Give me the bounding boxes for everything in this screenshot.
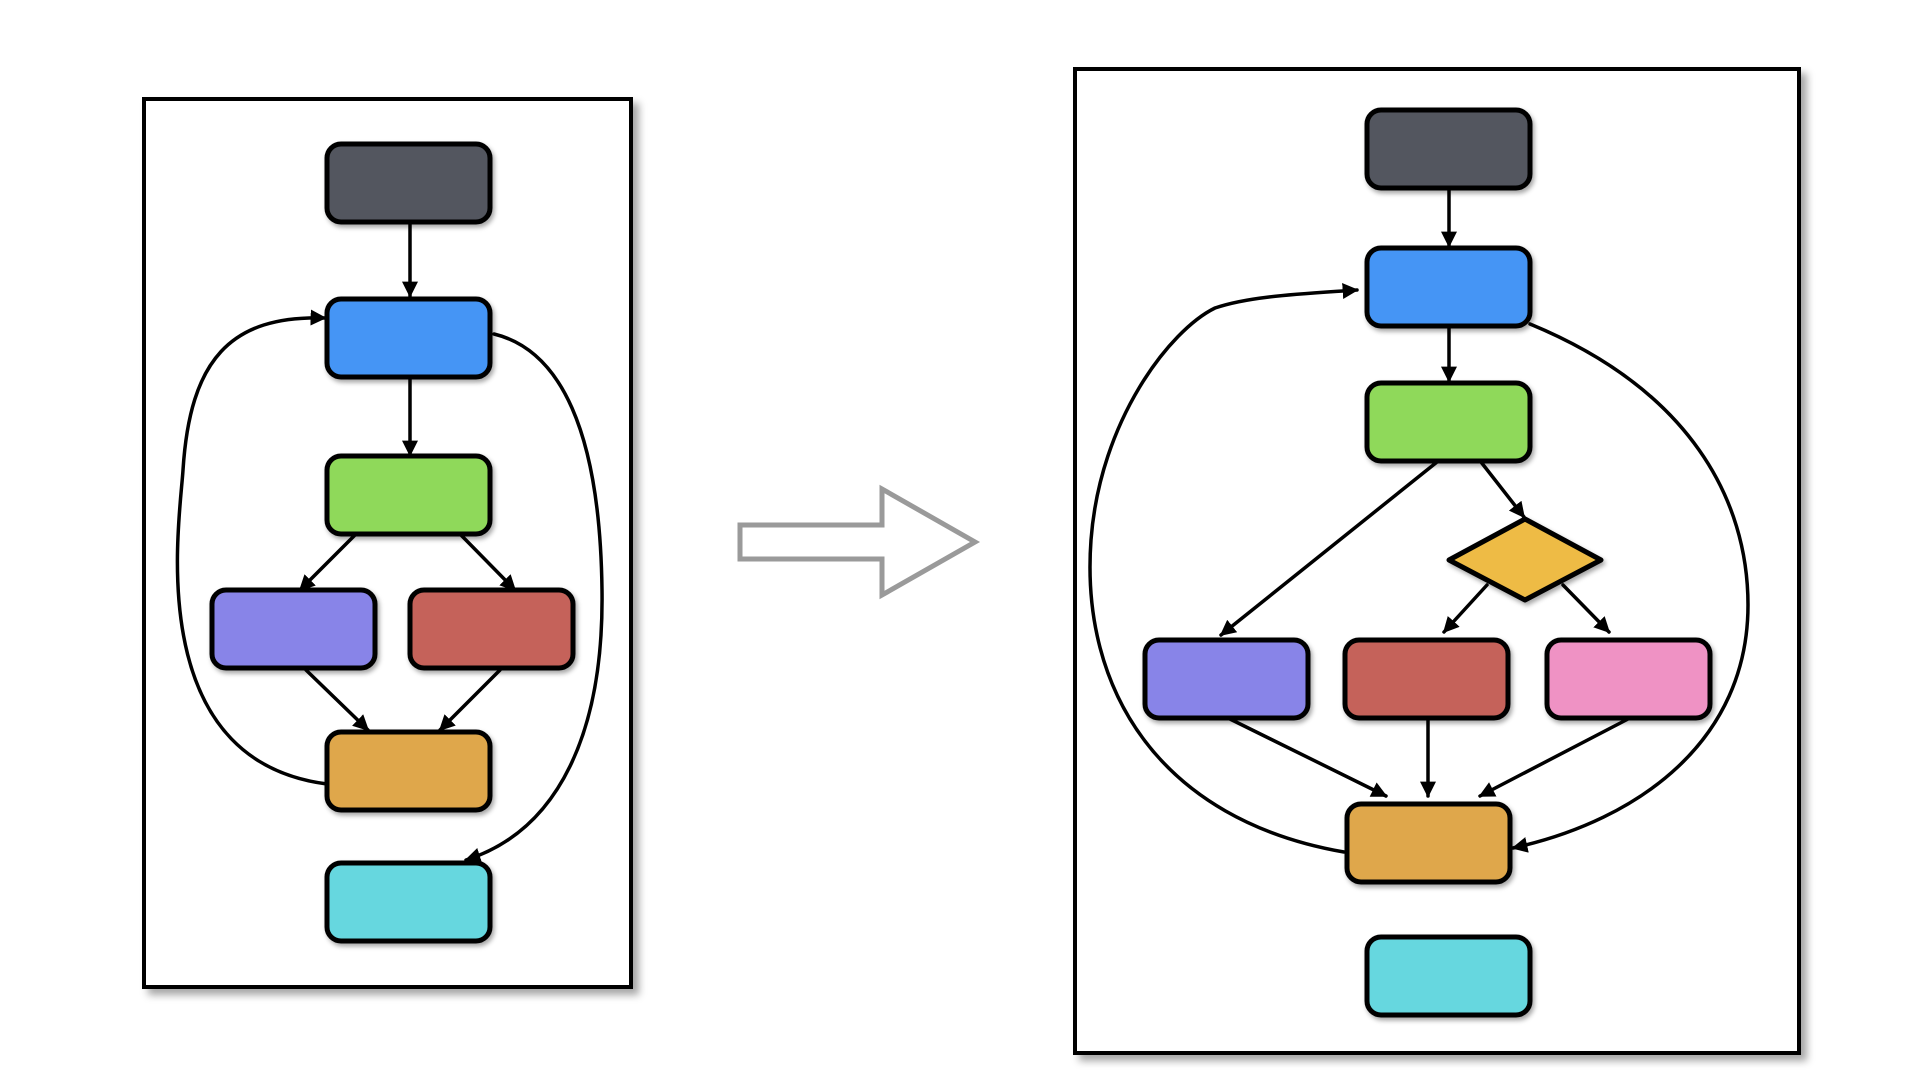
edge-process-to-decision bbox=[1479, 460, 1526, 519]
before-node-merge bbox=[324, 729, 493, 813]
after-node-process bbox=[1364, 380, 1533, 464]
after-node-end bbox=[1364, 934, 1533, 1018]
edge-branch-c-to-merge bbox=[1478, 717, 1630, 798]
diagram-before-nodes bbox=[209, 141, 576, 944]
after-node-branch-c bbox=[1544, 637, 1713, 721]
edge-branch-a-to-merge bbox=[304, 668, 370, 732]
after-node-branch-b bbox=[1342, 637, 1511, 721]
after-node-loop bbox=[1364, 245, 1533, 329]
edge-merge-loop-back bbox=[175, 309, 329, 786]
before-node-branch-a bbox=[209, 587, 378, 671]
edge-merge-loop-back bbox=[1088, 283, 1359, 854]
before-node-process bbox=[324, 453, 493, 537]
edge-branch-a-to-merge bbox=[1228, 717, 1388, 798]
after-node-merge bbox=[1344, 801, 1513, 885]
edge-process-to-branch-a bbox=[298, 532, 358, 592]
diagram-before-frame bbox=[142, 97, 633, 989]
diagram-after-frame bbox=[1073, 67, 1801, 1055]
before-node-end bbox=[324, 860, 493, 944]
edge-decision-to-branch-c bbox=[1561, 583, 1611, 634]
edge-loop-exit-to-merge bbox=[1511, 322, 1750, 853]
before-node-loop bbox=[324, 296, 493, 380]
diagram-after-nodes bbox=[1142, 107, 1713, 1018]
edge-decision-to-branch-b bbox=[1442, 583, 1489, 634]
diagram-before bbox=[142, 97, 633, 989]
transform-arrow-icon bbox=[737, 484, 981, 600]
after-node-branch-a bbox=[1142, 637, 1311, 721]
edge-branch-b-to-merge bbox=[438, 668, 502, 732]
after-node-decision bbox=[1446, 516, 1604, 603]
before-node-branch-b bbox=[407, 587, 576, 671]
before-node-start bbox=[324, 141, 493, 225]
after-node-start bbox=[1364, 107, 1533, 191]
diagram-before-edges bbox=[175, 222, 604, 864]
edge-process-to-branch-a bbox=[1219, 460, 1439, 637]
edge-loop-exit-to-end bbox=[464, 332, 604, 864]
diagram-after bbox=[1073, 67, 1801, 1055]
diagram-after-edges bbox=[1088, 187, 1750, 854]
edge-process-to-branch-b bbox=[458, 532, 517, 592]
